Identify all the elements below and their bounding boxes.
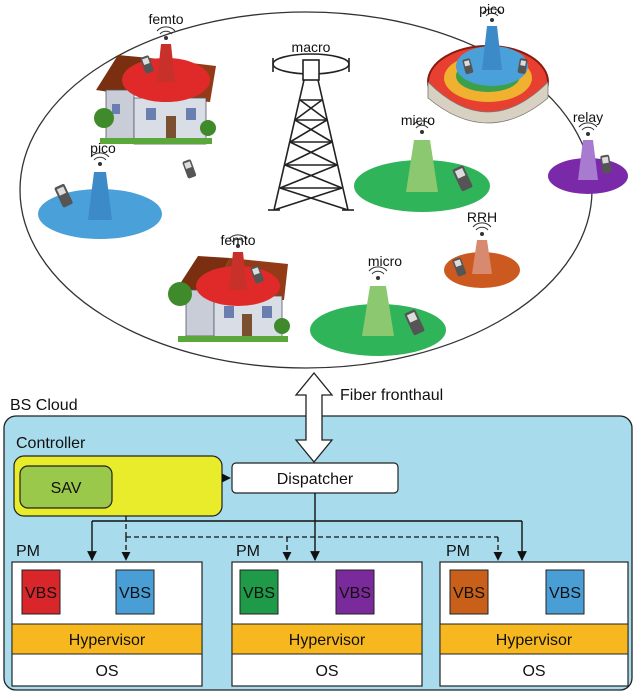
micro-mid-label: micro bbox=[401, 112, 435, 128]
hypervisor-label: Hypervisor bbox=[69, 632, 146, 649]
sav-control-arrows bbox=[121, 516, 503, 561]
phone-icon bbox=[517, 58, 528, 74]
macro-cell: macro bbox=[268, 39, 354, 211]
vbs-label: VBS bbox=[119, 585, 151, 602]
tower-icon bbox=[268, 53, 354, 211]
phone-icon bbox=[140, 55, 154, 74]
micro-cell-mid: micro bbox=[354, 112, 490, 212]
pm-label: PM bbox=[236, 543, 260, 560]
vbs-label: VBS bbox=[243, 585, 275, 602]
femto-bottom-label: femto bbox=[220, 232, 255, 248]
dispatch-arrows bbox=[87, 493, 527, 561]
hypervisor-bar bbox=[11, 623, 203, 655]
sav-label: SAV bbox=[51, 480, 82, 497]
vbs-box bbox=[239, 569, 279, 615]
os-label: OS bbox=[95, 663, 118, 680]
phone-icon bbox=[452, 165, 473, 192]
os-label: OS bbox=[522, 663, 545, 680]
hypervisor-label: Hypervisor bbox=[289, 632, 366, 649]
dispatcher-box: Dispatcher bbox=[231, 462, 399, 494]
vbs-box bbox=[449, 569, 489, 615]
antenna-icon bbox=[228, 234, 248, 248]
rrh-cell: RRH bbox=[444, 209, 520, 288]
macro-label: macro bbox=[292, 39, 331, 55]
pico-left-label: pico bbox=[90, 140, 116, 156]
hypervisor-label: Hypervisor bbox=[496, 632, 573, 649]
vbs-label: VBS bbox=[25, 585, 57, 602]
micro-cell-bottom: micro bbox=[310, 253, 446, 356]
controller-label: Controller bbox=[16, 435, 86, 452]
antenna-icon bbox=[156, 26, 176, 40]
phone-icon bbox=[182, 159, 197, 179]
antenna-icon bbox=[578, 122, 598, 136]
dispatcher-label: Dispatcher bbox=[277, 471, 354, 488]
phone-icon bbox=[404, 309, 425, 336]
phone-icon bbox=[600, 154, 612, 174]
relay-cell: relay bbox=[548, 109, 628, 194]
phone-icon bbox=[54, 184, 73, 208]
pico-cell-left: pico bbox=[38, 140, 162, 239]
pm-label: PM bbox=[446, 543, 470, 560]
antenna-icon bbox=[472, 222, 492, 236]
femto-top-label: femto bbox=[148, 11, 183, 27]
vbs-box bbox=[115, 569, 155, 615]
vbs-label: VBS bbox=[549, 585, 581, 602]
hypervisor-bar bbox=[439, 623, 629, 655]
femto-cell-top: femto bbox=[94, 11, 216, 145]
pm-1: PM VBS VBS Hypervisor OS bbox=[11, 543, 203, 687]
vbs-label: VBS bbox=[339, 585, 371, 602]
antenna-icon bbox=[90, 152, 110, 166]
phone-icon bbox=[452, 257, 467, 277]
phone-icon bbox=[462, 58, 474, 75]
phone-icon bbox=[250, 265, 264, 284]
bs-cloud-title: BS Cloud bbox=[10, 397, 78, 414]
pico-cell-top: pico bbox=[427, 1, 549, 124]
pico-top-label: pico bbox=[479, 1, 505, 17]
pm-label: PM bbox=[16, 543, 40, 560]
vbs-box bbox=[545, 569, 585, 615]
vbs-box bbox=[335, 569, 375, 615]
femto-cell-bottom: femto bbox=[168, 232, 290, 342]
relay-label: relay bbox=[573, 109, 603, 125]
os-label: OS bbox=[315, 663, 338, 680]
vbs-label: VBS bbox=[453, 585, 485, 602]
antenna-icon bbox=[368, 266, 388, 280]
vbs-box bbox=[21, 569, 61, 615]
rrh-label: RRH bbox=[467, 209, 497, 225]
fronthaul-label: Fiber fronthaul bbox=[340, 387, 443, 404]
pm-3: PM VBS VBS Hypervisor OS bbox=[439, 543, 629, 687]
micro-bottom-label: micro bbox=[368, 253, 402, 269]
antenna-icon bbox=[482, 8, 502, 22]
fronthaul-arrow bbox=[294, 371, 334, 464]
pm-2: PM VBS VBS Hypervisor OS bbox=[231, 543, 423, 687]
antenna-icon bbox=[412, 120, 432, 134]
sav-box: SAV bbox=[19, 465, 113, 509]
hypervisor-bar bbox=[231, 623, 423, 655]
